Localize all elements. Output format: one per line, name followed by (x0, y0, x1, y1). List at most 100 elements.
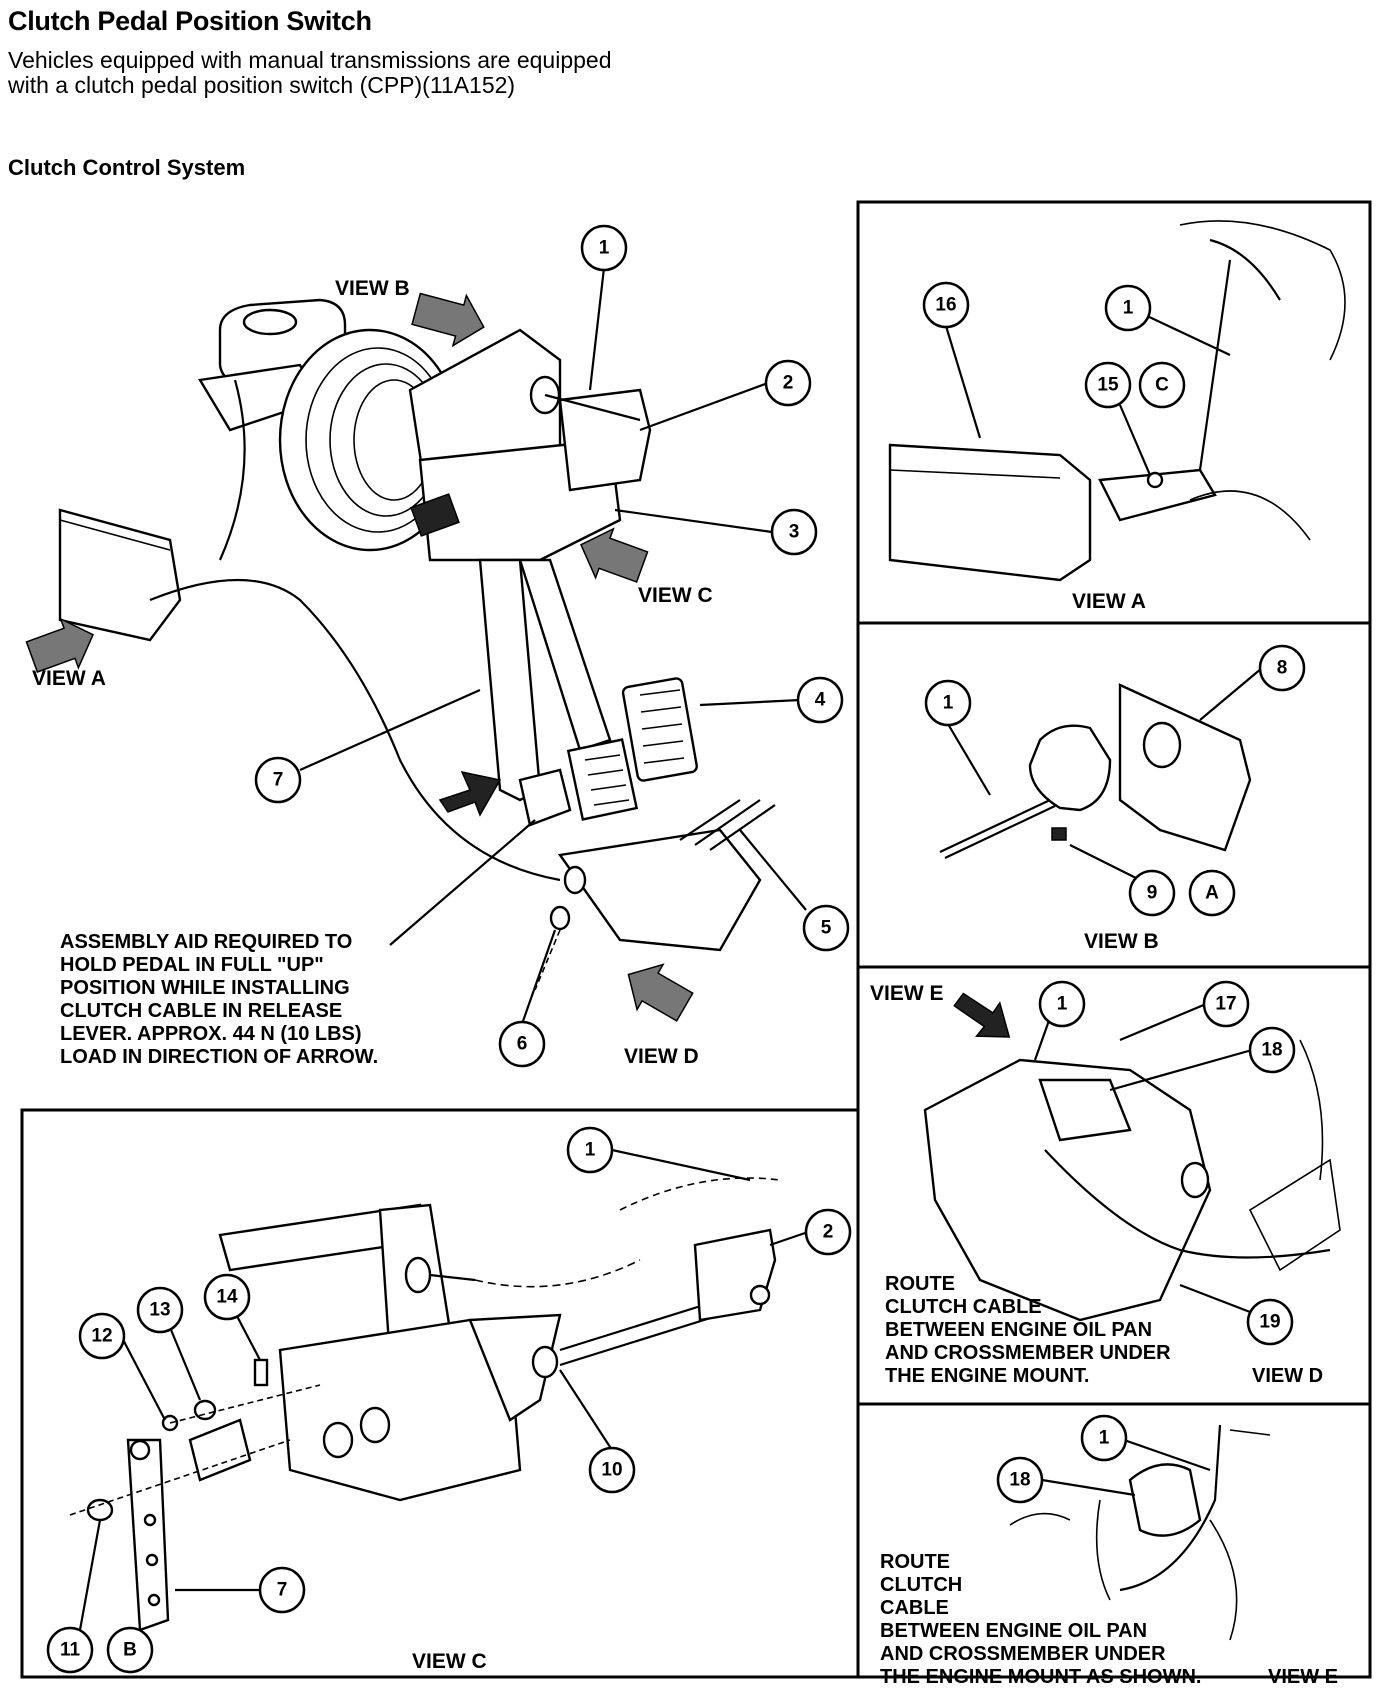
page-title: Clutch Pedal Position Switch (8, 6, 372, 36)
svg-text:ROUTE: ROUTE (880, 1551, 950, 1573)
view-d-route-note: ROUTE CLUTCH CABLE BETWEEN ENGINE OIL PA… (885, 1273, 1171, 1387)
bushing-13 (193, 1399, 217, 1421)
svg-text:1: 1 (585, 1140, 596, 1161)
svg-text:7: 7 (273, 770, 284, 791)
callout-18: 18 (1248, 1026, 1296, 1074)
assembly-note: ASSEMBLY AID REQUIRED TO HOLD PEDAL IN F… (60, 931, 378, 1068)
clutch-cable-e (1119, 1424, 1222, 1592)
svg-text:11: 11 (60, 1640, 81, 1661)
view-a-arrow (25, 617, 94, 673)
svg-text:CLUTCH CABLE: CLUTCH CABLE (885, 1296, 1042, 1318)
callout-3: 3 (770, 508, 818, 556)
brake-line (218, 379, 246, 561)
release-lever (557, 828, 762, 952)
svg-text:2: 2 (783, 373, 794, 394)
callout-17: 17 (1202, 980, 1250, 1028)
callout-C: C (1138, 361, 1186, 409)
clutch-switch (410, 493, 460, 537)
view-b-label: VIEW B (335, 277, 410, 300)
svg-text:B: B (123, 1640, 137, 1661)
svg-text:3: 3 (789, 522, 800, 543)
dash-panel (1118, 683, 1252, 852)
view-a-panel: 16 1 15 C VIEW A (888, 220, 1346, 613)
svg-text:18: 18 (1009, 1470, 1030, 1491)
svg-text:AND CROSSMEMBER UNDER: AND CROSSMEMBER UNDER (880, 1643, 1166, 1665)
callout-1: 1 (566, 1126, 614, 1174)
view-d-arrow (627, 963, 694, 1022)
svg-text:THE ENGINE MOUNT.: THE ENGINE MOUNT. (885, 1365, 1089, 1387)
callout-11: 11 (46, 1626, 94, 1674)
switch-assembly (693, 1228, 777, 1322)
view-c-frame (20, 1108, 860, 1679)
view-b-arrow (411, 292, 485, 348)
callout-1: 1 (1038, 980, 1086, 1028)
main-assembly-view: VIEW B VIEW C VIEW A VIEW D ASSEMBLY AID… (25, 224, 850, 1068)
svg-text:19: 19 (1259, 1312, 1280, 1333)
callout-1: 1 (1104, 284, 1152, 332)
accelerator-pedal (621, 677, 698, 782)
brake-pedal-arm (518, 558, 612, 752)
cable-grommet (1028, 724, 1112, 812)
page-description: Vehicles equipped with manual transmissi… (8, 47, 612, 98)
callout-18: 18 (996, 1456, 1044, 1504)
cable-end (1198, 238, 1281, 471)
callout-1: 1 (1080, 1414, 1128, 1462)
view-e-arrow (953, 992, 1011, 1038)
clutch-cable (149, 579, 561, 882)
svg-text:1: 1 (1123, 298, 1134, 319)
svg-text:2: 2 (823, 1222, 834, 1243)
callout-5: 5 (802, 904, 850, 952)
engine-crossmember (923, 1058, 1212, 1322)
view-b-panel: 1 8 9 A VIEW B (924, 644, 1306, 953)
view-b-caption: VIEW B (1084, 930, 1159, 953)
view-d-label: VIEW D (624, 1045, 699, 1068)
view-c-panel: 1 2 10 12 13 14 7 11 B VIEW C (46, 1126, 852, 1674)
reservoir-cap (242, 308, 298, 336)
pedal-arm-c (126, 1438, 170, 1632)
svg-text:10: 10 (601, 1460, 622, 1481)
svg-text:1: 1 (943, 693, 954, 714)
callout-7: 7 (258, 1566, 306, 1614)
callout-1: 1 (924, 679, 972, 727)
load-direction-arrow (438, 770, 502, 817)
right-column-frame (856, 200, 1372, 1679)
svg-text:5: 5 (821, 918, 832, 939)
callout-2: 2 (764, 359, 812, 407)
callout-15: 15 (1084, 361, 1132, 409)
callout-2: 2 (804, 1208, 852, 1256)
svg-text:LOAD IN DIRECTION OF ARROW.: LOAD IN DIRECTION OF ARROW. (60, 1046, 378, 1068)
svg-text:ASSEMBLY AID REQUIRED TO: ASSEMBLY AID REQUIRED TO (60, 931, 352, 953)
svg-text:13: 13 (149, 1300, 170, 1321)
switch-bracket (558, 388, 652, 492)
callout-16: 16 (922, 281, 970, 329)
section-subtitle: Clutch Control System (8, 155, 246, 180)
view-c-arrow (580, 527, 649, 583)
view-c-label: VIEW C (638, 584, 713, 607)
clutch-pedal-pad (518, 768, 572, 827)
svg-text:1: 1 (1057, 994, 1068, 1015)
svg-text:POSITION WHILE INSTALLING: POSITION WHILE INSTALLING (60, 977, 350, 999)
svg-text:8: 8 (1277, 658, 1288, 679)
engine-mount (1038, 1078, 1132, 1142)
view-e-panel: 1 18 ROUTE CLUTCH CABLE BETWEEN ENGINE O… (880, 1414, 1338, 1688)
svg-text:9: 9 (1147, 883, 1158, 904)
callout-12: 12 (78, 1312, 126, 1360)
body-rail (58, 508, 182, 642)
view-e-label: VIEW E (870, 982, 944, 1005)
view-e-caption: VIEW E (1268, 1666, 1338, 1688)
retaining-bolt (1051, 827, 1067, 841)
cable-clip (549, 905, 571, 931)
svg-text:4: 4 (815, 690, 826, 711)
svg-text:HOLD PEDAL IN FULL "UP": HOLD PEDAL IN FULL "UP" (60, 954, 324, 976)
clutch-cable-b (939, 799, 1051, 853)
callout-4: 4 (796, 676, 844, 724)
nut-11 (86, 1498, 114, 1522)
brake-pedal-pad (566, 738, 639, 821)
callout-19: 19 (1246, 1298, 1294, 1346)
svg-text:BETWEEN ENGINE OIL PAN: BETWEEN ENGINE OIL PAN (880, 1620, 1147, 1642)
view-c-caption: VIEW C (412, 1650, 487, 1673)
callout-1: 1 (580, 224, 628, 272)
frame-rail (888, 443, 1092, 582)
callout-8: 8 (1258, 644, 1306, 692)
